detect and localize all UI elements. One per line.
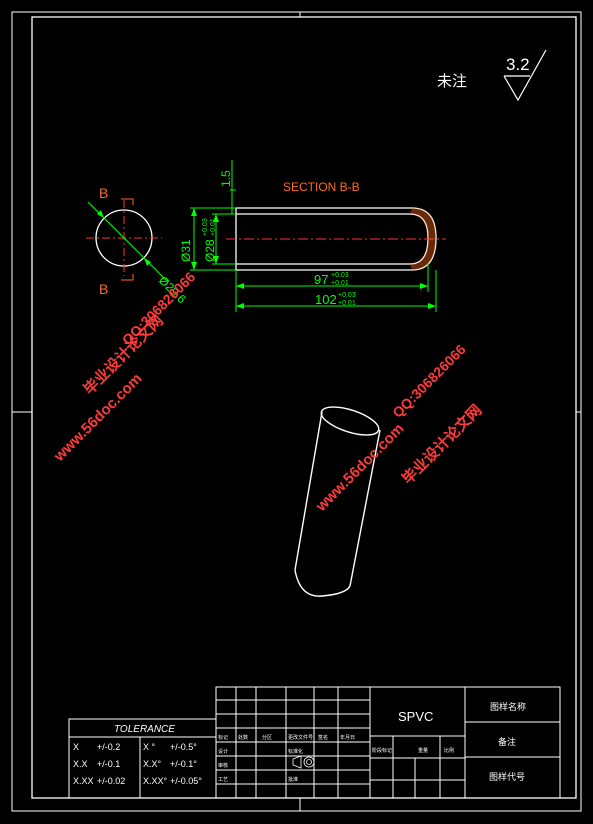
dim-od-group: Ø31 xyxy=(179,239,193,262)
unspecified-note: 未注 xyxy=(437,73,467,90)
watermark-right-site: 毕业设计论文网 xyxy=(398,401,485,488)
dim-inner-length-tol-lower: +0.01 xyxy=(331,280,349,287)
remarks-label: 备注 xyxy=(498,736,516,747)
dim-wall: 1.5 xyxy=(219,170,233,187)
dim-inner-diameter: Ø28 xyxy=(203,239,217,262)
dim-outer-diameter: Ø31 xyxy=(179,239,193,262)
row3-label-0: 审核 xyxy=(218,762,228,769)
dim-total-length-tol-upper: +0.03 xyxy=(338,292,356,299)
tolerance-row-1-a: X.X xyxy=(73,759,88,769)
title-block-grid xyxy=(215,686,561,799)
col-label-1: 处数 xyxy=(238,734,248,741)
tolerance-rows: X +/-0.2 X ° +/-0.5° X.X +/-0.1 X.X° +/-… xyxy=(73,742,202,786)
dim-total-length-tol-lower: +0.01 xyxy=(338,300,356,307)
col-label-2: 分区 xyxy=(262,734,272,741)
section-mark-bottom: B xyxy=(99,281,108,297)
end-cap-hatch xyxy=(410,208,436,270)
watermark-left: www.56doc.com 毕业设计论文网 QQ:306826066 xyxy=(50,268,198,465)
tolerance-row-1-b: +/-0.1 xyxy=(97,759,120,769)
tolerance-row-0-d: +/-0.5° xyxy=(170,742,197,752)
section-title: SECTION B-B xyxy=(283,180,360,194)
col-label-0: 标记 xyxy=(218,734,228,741)
tolerance-row-0-b: +/-0.2 xyxy=(97,742,120,752)
tolerance-row-2-b: +/-0.02 xyxy=(97,776,125,786)
dim-inner-length-tol-upper: +0.03 xyxy=(331,272,349,279)
cross-section-view xyxy=(86,198,169,283)
watermark-right: www.56doc.com 毕业设计论文网 QQ:306826066 xyxy=(312,341,485,515)
dim-inner-length: 97 xyxy=(314,272,328,287)
row2-label-3: 重量 xyxy=(418,747,428,754)
drawing-number-label: 图样代号 xyxy=(489,771,525,782)
row3-label-2: 批准 xyxy=(288,776,298,783)
projection-symbol xyxy=(292,755,315,769)
title-block-labels: 标记 处数 分区 更改文件号 签名 年月日 设计 标准化 阶段标记 重量 比例 … xyxy=(218,734,454,783)
drawing-name-label: 图样名称 xyxy=(490,701,526,712)
dim-id-group: Ø28 +0.03 +0.01 xyxy=(202,218,217,262)
row2-label-4: 比例 xyxy=(444,747,454,754)
col-label-4: 签名 xyxy=(318,734,328,741)
dimension-arrows xyxy=(191,208,436,309)
tolerance-title: TOLERANCE xyxy=(114,724,175,735)
watermark-right-qq: QQ:306826066 xyxy=(389,341,469,421)
border-ticks xyxy=(12,12,581,811)
col-label-5: 年月日 xyxy=(340,734,355,741)
row2-label-0: 设计 xyxy=(218,748,228,755)
tolerance-row-2-a: X.XX xyxy=(73,776,94,786)
tolerance-row-2-d: +/-0.05° xyxy=(170,776,202,786)
tolerance-row-0-a: X xyxy=(73,742,79,752)
roughness-symbol xyxy=(503,49,547,102)
row2-label-1: 标准化 xyxy=(288,748,303,755)
tolerance-row-1-d: +/-0.1° xyxy=(170,759,197,769)
dim-wall-group: 1.5 xyxy=(219,170,233,187)
roughness-value: 3.2 xyxy=(506,55,530,74)
row2-label-2: 阶段标记 xyxy=(372,747,392,754)
col-label-3: 更改文件号 xyxy=(288,734,313,741)
tolerance-row-2-c: X.XX° xyxy=(143,776,168,786)
dimension-lines xyxy=(190,160,437,312)
dim-id-tol-upper: +0.03 xyxy=(202,218,209,236)
isometric-tube xyxy=(294,406,381,597)
material-label: SPVC xyxy=(398,709,433,724)
dim-id-tol-lower: +0.01 xyxy=(210,218,217,236)
section-mark-top: B xyxy=(99,185,108,201)
tolerance-row-0-c: X ° xyxy=(143,742,156,752)
dim-total-length: 102 xyxy=(315,292,337,307)
tolerance-row-1-c: X.X° xyxy=(143,759,162,769)
row3-label-1: 工艺 xyxy=(218,777,228,783)
